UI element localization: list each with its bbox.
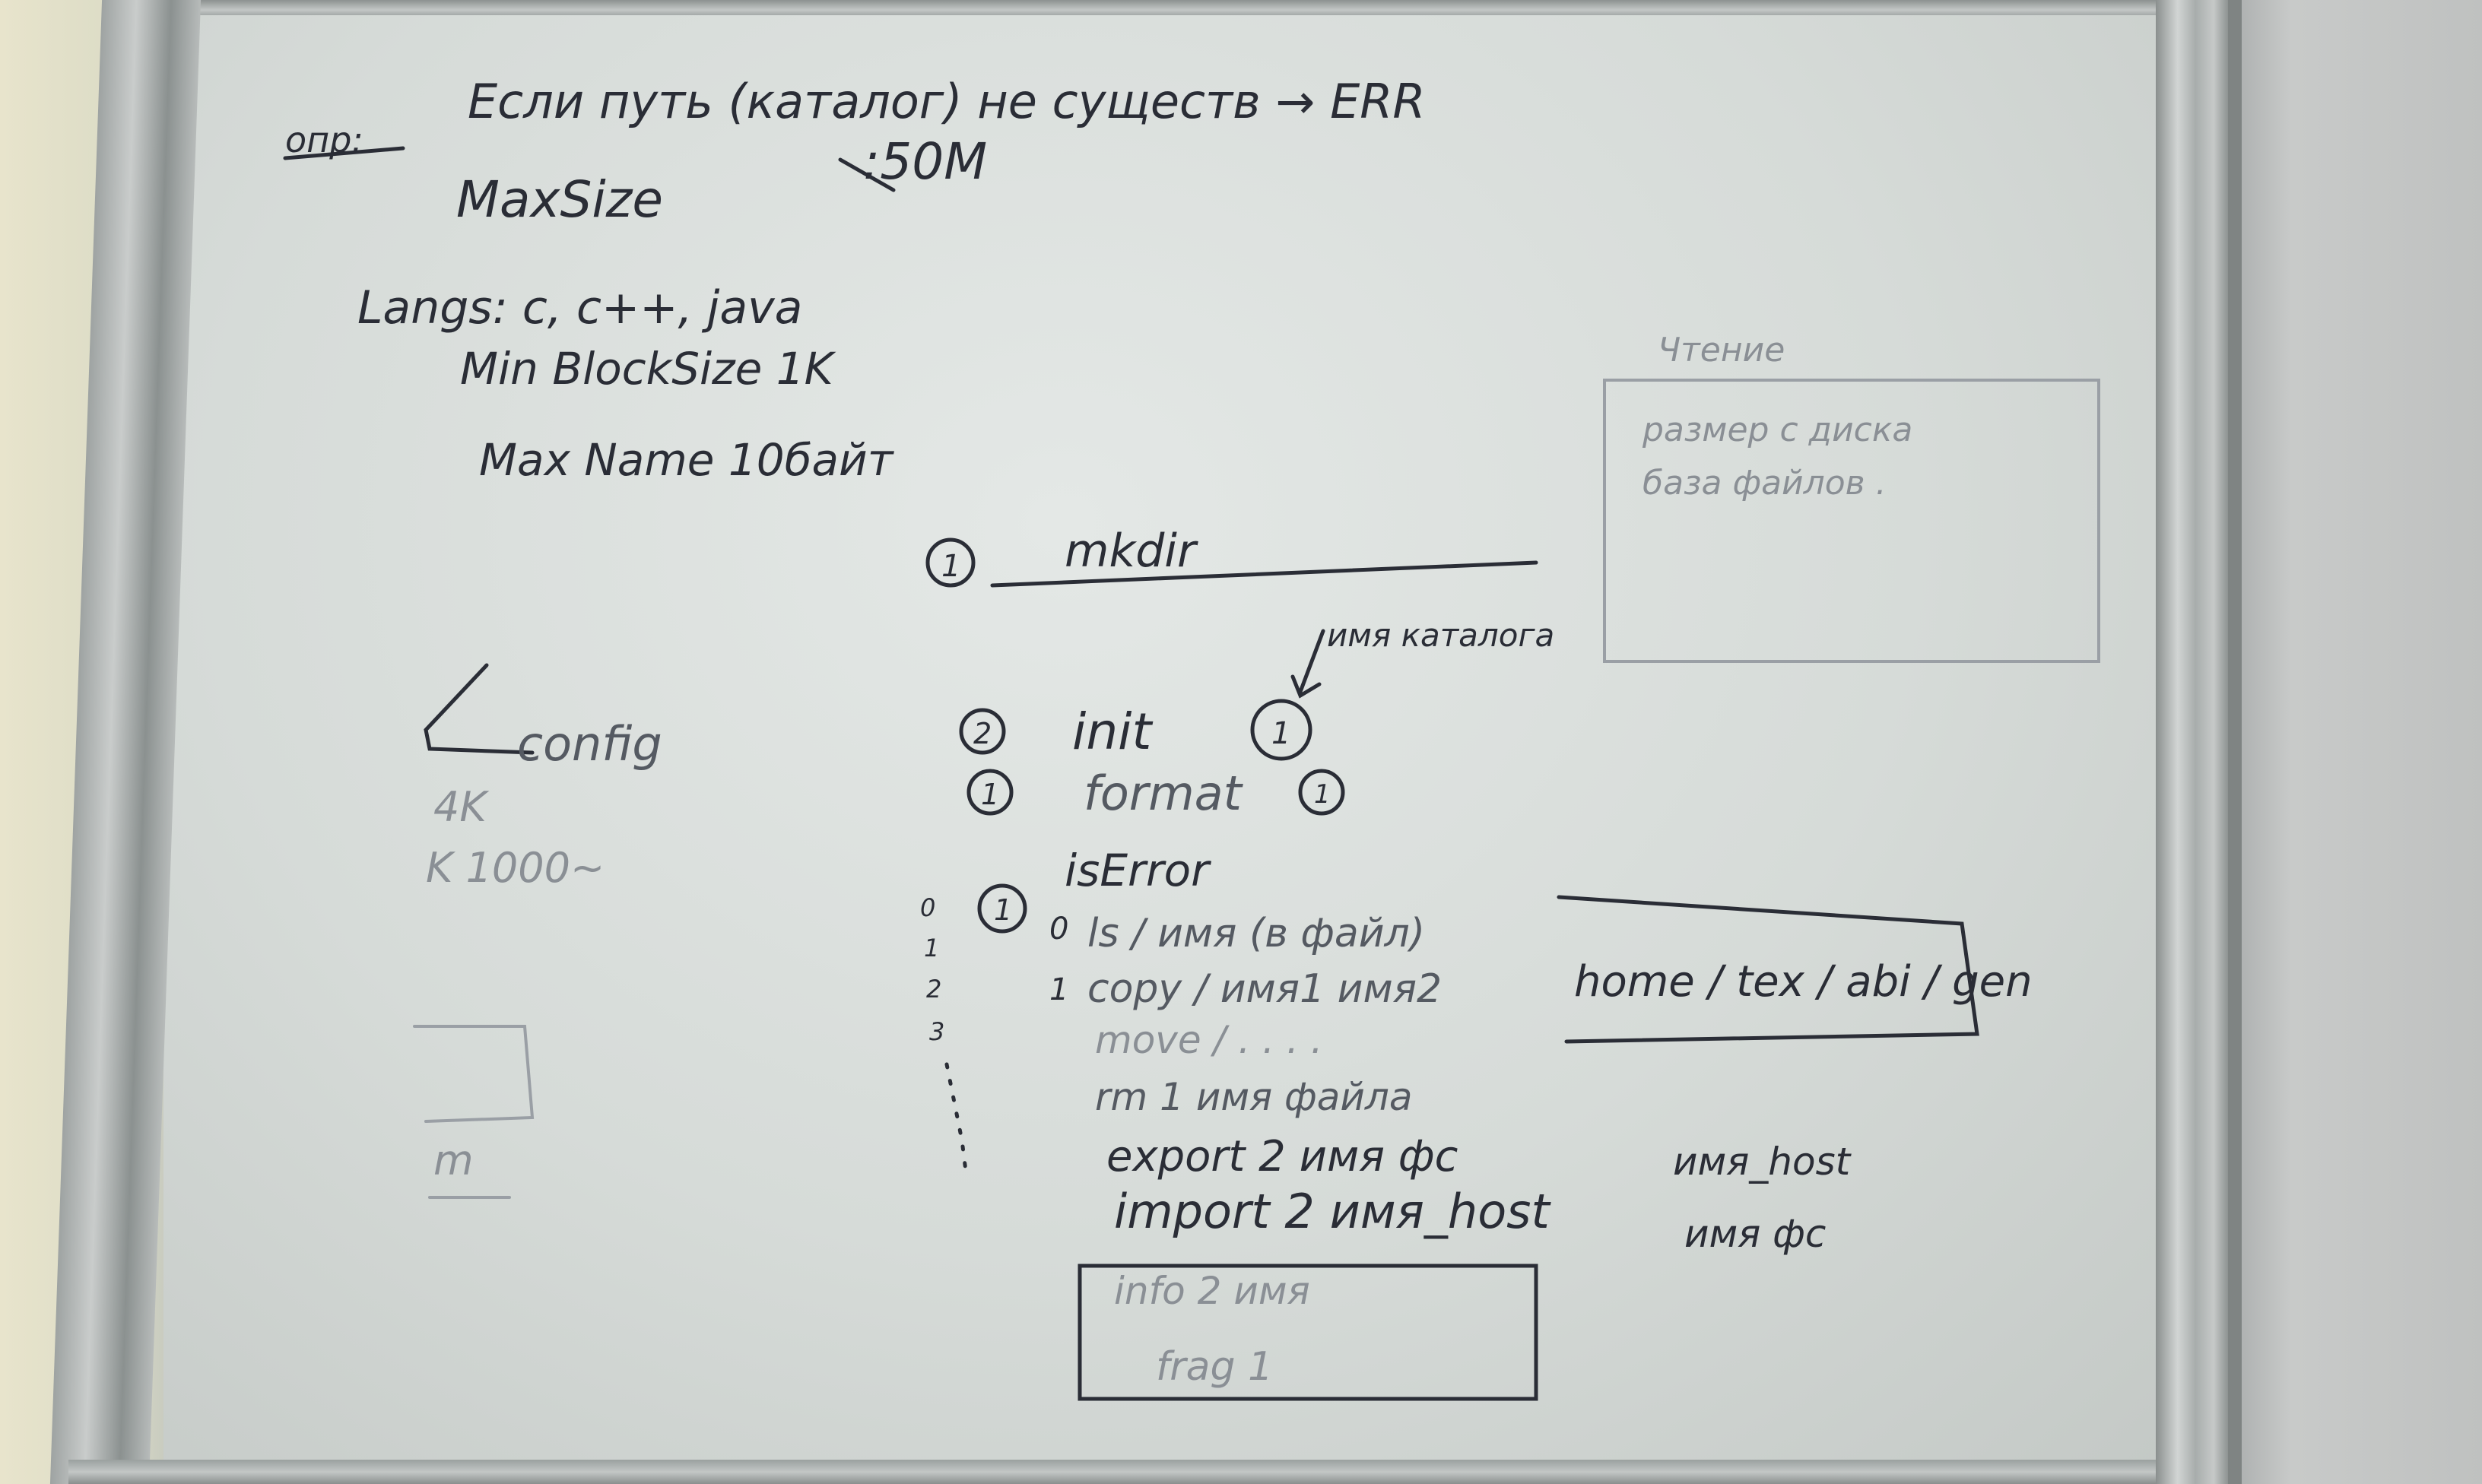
max-size-label: MaxSize	[456, 170, 663, 229]
index-3: 3	[929, 1017, 944, 1046]
ls-number: 1	[994, 893, 1012, 927]
catalog-arrow	[1290, 629, 1325, 699]
ls-command: ls / имя (в файл)	[1087, 911, 1425, 956]
wall-right	[2228, 0, 2482, 1484]
mkdir-command: mkdir	[1065, 525, 1198, 578]
format-number: 1	[981, 778, 999, 811]
path-bracket	[1557, 895, 1979, 1044]
catalog-name-label: имя каталога	[1327, 617, 1554, 654]
init-circle	[959, 708, 1006, 755]
config-bracket	[424, 663, 535, 755]
side-note-line-2: размер с диска	[1642, 411, 1912, 449]
format-arg: 1	[1314, 779, 1331, 810]
side-note-box	[1603, 379, 2100, 663]
export-command: export 2 имя фс	[1106, 1132, 1458, 1181]
corner-box-text: m	[433, 1137, 474, 1184]
definition-underline	[283, 146, 405, 160]
error-rule: Если путь (каталог) не существ → ERR	[468, 74, 1425, 129]
index-0: 0	[920, 893, 935, 922]
init-command: init	[1072, 702, 1154, 761]
wall-right-edge	[2228, 0, 2242, 1484]
mkdir-number: 1	[941, 549, 960, 584]
whiteboard-frame-right	[2156, 0, 2228, 1484]
frag-command: frag 1	[1156, 1344, 1273, 1390]
config-line-1: 4K	[433, 783, 489, 831]
import-command: import 2 имя_host	[1114, 1184, 1551, 1239]
mkdir-underline	[990, 560, 1538, 588]
index-1: 1	[924, 934, 939, 962]
format-circle	[966, 769, 1014, 816]
langs-line: Langs: c, c++, java	[357, 281, 802, 335]
format-arg-circle	[1298, 769, 1345, 816]
ls-index: 0	[1049, 912, 1068, 947]
info-frag-box	[1078, 1264, 1538, 1401]
copy-index: 1	[1049, 972, 1068, 1007]
crossed-out-mark	[838, 157, 896, 192]
format-command: format	[1084, 766, 1244, 821]
is-error-label: isError	[1065, 845, 1211, 896]
info-command: info 2 имя	[1114, 1269, 1310, 1313]
min-block-size: Min BlockSize 1K	[460, 343, 836, 395]
whiteboard-surface	[163, 15, 2160, 1463]
path-example: home / tex / abi / gen	[1574, 957, 2033, 1007]
config-label: config	[517, 716, 662, 772]
init-number: 2	[973, 717, 992, 750]
index-dots	[944, 1062, 968, 1173]
copy-command: copy / имя1 имя2	[1087, 966, 1442, 1012]
init-arg: 1	[1271, 716, 1290, 751]
config-line-2: K 1000~	[426, 844, 605, 892]
side-note-line-3: база файлов .	[1642, 464, 1887, 503]
move-command: move / . . . .	[1095, 1018, 1323, 1062]
import-fs: имя фс	[1684, 1212, 1826, 1256]
init-arg-circle	[1250, 699, 1312, 761]
corner-box	[413, 1025, 535, 1123]
whiteboard-frame-bottom	[68, 1460, 2167, 1484]
max-size-value: :50M	[863, 132, 987, 191]
whiteboard-frame-top	[152, 0, 2167, 17]
export-host: имя_host	[1673, 1140, 1852, 1184]
ls-circle	[977, 883, 1027, 934]
index-2: 2	[926, 975, 941, 1004]
side-note-line-1: Чтение	[1658, 331, 1785, 369]
max-name: Max Name 10байт	[479, 434, 895, 486]
rm-command: rm 1 имя файла	[1095, 1075, 1413, 1119]
mkdir-circle	[925, 537, 976, 588]
